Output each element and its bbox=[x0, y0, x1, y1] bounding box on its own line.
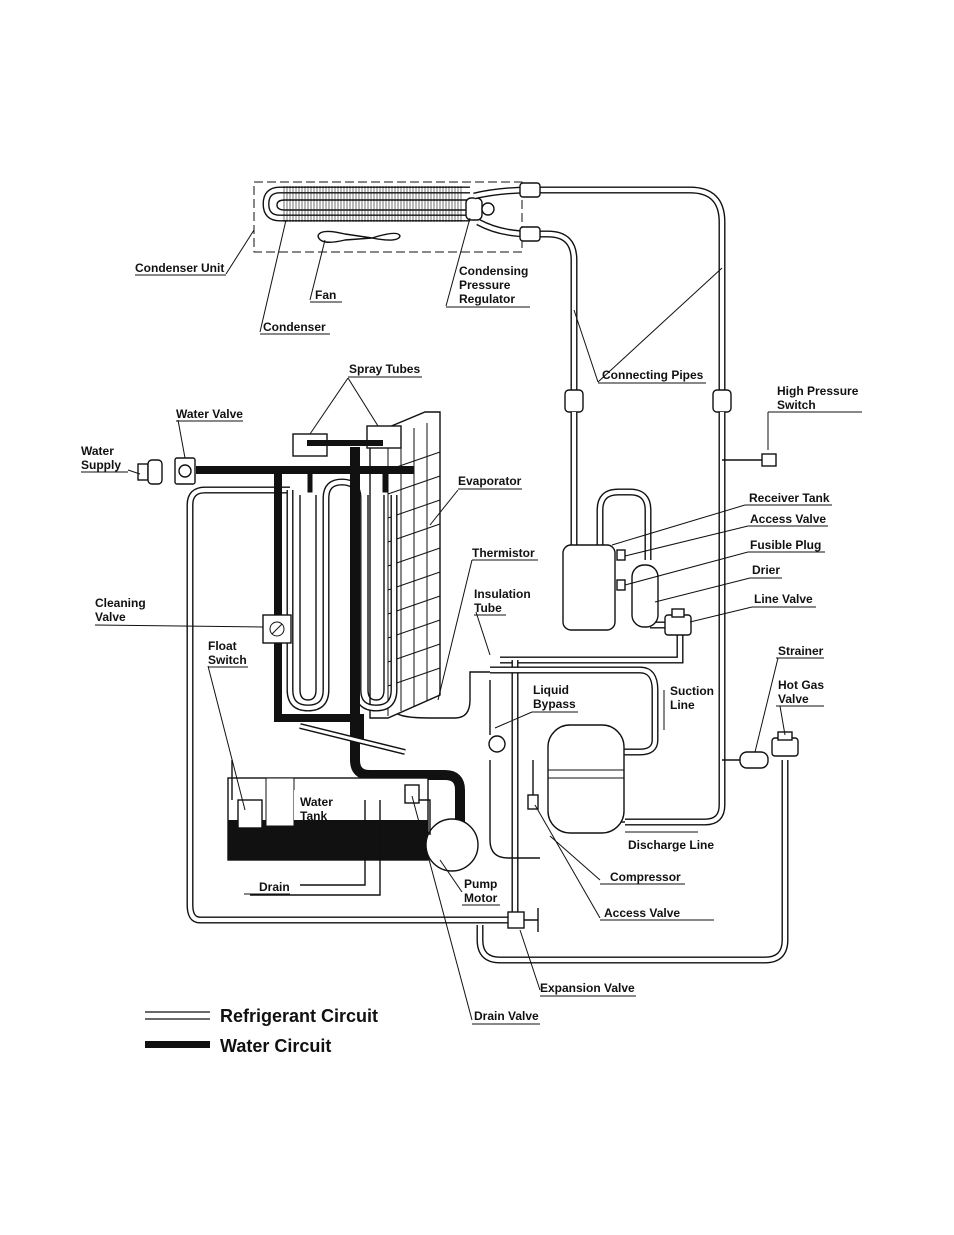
legend-water-swatch bbox=[145, 1041, 210, 1048]
label-insulation-tube-2: Tube bbox=[474, 601, 502, 615]
leader-lines bbox=[94, 217, 786, 1021]
condenser-coil bbox=[262, 186, 470, 222]
fusible-plug bbox=[616, 579, 626, 591]
label-cleaning-valve-2: Valve bbox=[95, 610, 126, 624]
label-thermistor: Thermistor bbox=[472, 546, 535, 560]
label-drain: Drain bbox=[259, 880, 290, 894]
water-supply-fitting bbox=[137, 459, 163, 485]
label-hot-gas-valve-1: Hot Gas bbox=[778, 678, 824, 692]
label-condensing-pressure-regulator-2: Pressure bbox=[459, 278, 511, 292]
legend: Refrigerant Circuit Water Circuit bbox=[145, 1006, 378, 1056]
legend-water-label: Water Circuit bbox=[220, 1036, 331, 1056]
label-evaporator: Evaporator bbox=[458, 474, 522, 488]
condenser-unit-outline bbox=[253, 181, 523, 253]
strainer bbox=[739, 751, 769, 769]
access-valve-receiver bbox=[616, 549, 626, 561]
label-fan: Fan bbox=[315, 288, 336, 302]
label-receiver-tank: Receiver Tank bbox=[749, 491, 830, 505]
water-valve bbox=[174, 457, 196, 485]
condenser-unit bbox=[253, 181, 732, 413]
label-expansion-valve: Expansion Valve bbox=[540, 981, 635, 995]
label-suction-line-2: Line bbox=[670, 698, 695, 712]
label-water-tank-2: Tank bbox=[300, 809, 327, 823]
label-hot-gas-valve-2: Valve bbox=[778, 692, 809, 706]
label-discharge-line: Discharge Line bbox=[628, 838, 714, 852]
label-access-valve-top: Access Valve bbox=[750, 512, 826, 526]
label-float-switch-2: Switch bbox=[208, 653, 247, 667]
compressor bbox=[547, 724, 625, 834]
water-circuit bbox=[137, 440, 465, 835]
pump-motor bbox=[425, 818, 479, 872]
label-access-valve-bottom: Access Valve bbox=[604, 906, 680, 920]
pipe-connector bbox=[519, 226, 541, 242]
label-water-valve: Water Valve bbox=[176, 407, 243, 421]
legend-refrigerant-label: Refrigerant Circuit bbox=[220, 1006, 378, 1026]
line-valve bbox=[664, 608, 692, 636]
liquid-bypass-valve bbox=[488, 735, 506, 753]
label-high-pressure-switch-1: High Pressure bbox=[777, 384, 859, 398]
label-pump-motor-1: Pump bbox=[464, 877, 497, 891]
label-water-supply-1: Water bbox=[81, 444, 114, 458]
label-cleaning-valve-1: Cleaning bbox=[95, 596, 146, 610]
pipe-connector bbox=[519, 182, 541, 198]
label-condensing-pressure-regulator-1: Condensing bbox=[459, 264, 528, 278]
label-liquid-bypass-2: Bypass bbox=[533, 697, 576, 711]
label-fusible-plug: Fusible Plug bbox=[750, 538, 821, 552]
float-switch bbox=[237, 799, 263, 829]
label-connecting-pipes: Connecting Pipes bbox=[602, 368, 704, 382]
drain-valve bbox=[404, 784, 420, 804]
label-insulation-tube-1: Insulation bbox=[474, 587, 531, 601]
label-condenser-unit: Condenser Unit bbox=[135, 261, 224, 275]
legend-refrigerant-swatch bbox=[145, 1011, 210, 1020]
hot-gas-valve bbox=[771, 731, 799, 757]
label-water-tank-1: Water bbox=[300, 795, 333, 809]
labels: Condenser Unit Fan Condenser Condensing … bbox=[81, 261, 862, 1025]
label-pump-motor-2: Motor bbox=[464, 891, 498, 905]
label-line-valve: Line Valve bbox=[754, 592, 813, 606]
label-spray-tubes: Spray Tubes bbox=[349, 362, 420, 376]
pipe-connector bbox=[564, 389, 584, 413]
drier bbox=[631, 564, 659, 628]
refrigerant-lines bbox=[186, 412, 789, 964]
label-float-switch-1: Float bbox=[208, 639, 237, 653]
label-condenser: Condenser bbox=[263, 320, 326, 334]
label-suction-line-1: Suction bbox=[670, 684, 714, 698]
water-tank bbox=[227, 723, 429, 861]
label-high-pressure-switch-2: Switch bbox=[777, 398, 816, 412]
high-pressure-switch bbox=[761, 453, 777, 467]
label-condensing-pressure-regulator-3: Regulator bbox=[459, 292, 515, 306]
label-compressor: Compressor bbox=[610, 870, 681, 884]
evaporator bbox=[286, 411, 441, 719]
pipe-connector bbox=[712, 389, 732, 413]
condensing-pressure-regulator bbox=[465, 197, 495, 221]
label-drier: Drier bbox=[752, 563, 780, 577]
receiver-tank bbox=[562, 544, 626, 631]
label-liquid-bypass-1: Liquid bbox=[533, 683, 569, 697]
expansion-valve bbox=[507, 908, 539, 932]
fan-icon bbox=[317, 230, 401, 243]
label-strainer: Strainer bbox=[778, 644, 824, 658]
label-drain-valve: Drain Valve bbox=[474, 1009, 539, 1023]
label-water-supply-2: Supply bbox=[81, 458, 121, 472]
